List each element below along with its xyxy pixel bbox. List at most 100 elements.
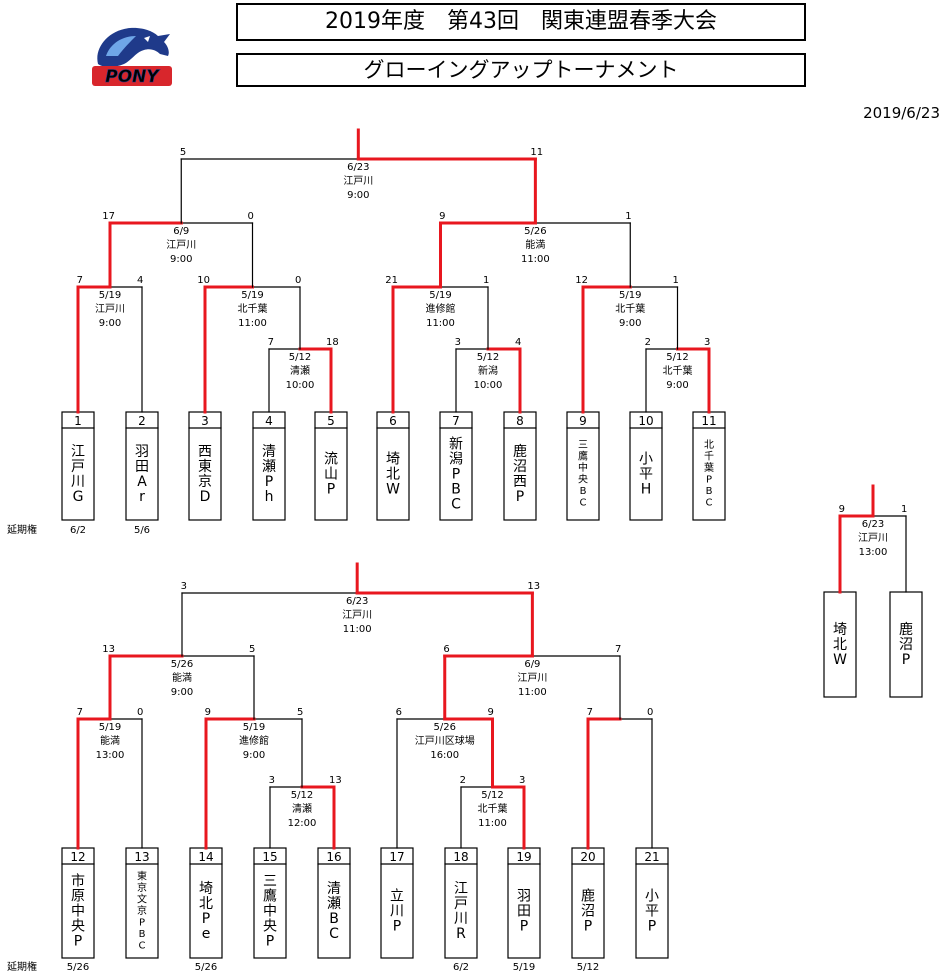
team-number: 5 <box>327 414 335 428</box>
team-box <box>125 847 159 959</box>
score-left: 7 <box>268 337 274 348</box>
match-venue: 新潟 <box>478 364 498 377</box>
team-box <box>314 411 348 521</box>
match-date: 5/19 <box>619 290 641 301</box>
match-time: 11:00 <box>478 818 507 829</box>
match-date: 5/12 <box>481 790 503 801</box>
match-date: 5/12 <box>666 352 688 363</box>
extension-date: 5/12 <box>577 962 599 973</box>
extension-label: 延期権 <box>7 960 37 973</box>
score-right: 0 <box>248 211 254 222</box>
match-date: 5/26 <box>171 659 193 670</box>
score-left: 2 <box>460 775 466 786</box>
match-venue: 江戸川 <box>517 672 547 684</box>
team-box <box>189 847 223 959</box>
score-right: 9 <box>488 707 494 718</box>
score-right: 7 <box>615 644 621 655</box>
match-venue: 江戸川 <box>342 609 372 621</box>
score-right: 13 <box>329 775 342 786</box>
match-time: 9:00 <box>619 318 641 329</box>
logo-text: PONY <box>105 67 160 87</box>
match-venue: 能満 <box>172 671 192 684</box>
score-right: 5 <box>249 644 255 655</box>
match-venue: 北千葉 <box>478 802 508 815</box>
match-time: 10:00 <box>474 380 503 391</box>
match-venue: 能満 <box>100 734 120 747</box>
match-date: 5/12 <box>291 790 313 801</box>
team-number: 21 <box>644 850 659 864</box>
match-venue: 清瀬 <box>290 364 310 377</box>
team-number: 17 <box>389 850 404 864</box>
extension-date: 5/26 <box>195 962 217 973</box>
score-right: 5 <box>297 707 303 718</box>
match-time: 9:00 <box>170 254 192 265</box>
extension-date: 6/2 <box>70 525 86 536</box>
score-left: 3 <box>269 775 275 786</box>
team-number: 7 <box>452 414 460 428</box>
match-venue: 能満 <box>525 238 545 251</box>
score-left: 9 <box>439 211 445 222</box>
score-left: 21 <box>385 275 398 286</box>
score-right: 1 <box>483 275 489 286</box>
match-venue: 北千葉 <box>238 302 268 315</box>
final-team-box <box>823 591 857 698</box>
team-number: 20 <box>580 850 595 864</box>
score-right: 0 <box>137 707 143 718</box>
match-date: 6/23 <box>862 519 884 530</box>
team-number: 18 <box>453 850 468 864</box>
match-venue: 進修館 <box>239 734 269 747</box>
score-right: 18 <box>326 337 339 348</box>
team-box <box>252 411 286 521</box>
match-date: 5/19 <box>429 290 451 301</box>
team-number: 4 <box>265 414 273 428</box>
score-right: 4 <box>137 275 143 286</box>
score-left: 3 <box>455 337 461 348</box>
team-box <box>188 411 222 521</box>
score-right: 0 <box>647 707 653 718</box>
team-number: 2 <box>138 414 146 428</box>
team-number: 11 <box>701 414 716 428</box>
match-time: 11:00 <box>426 318 455 329</box>
score-right: 1 <box>673 275 679 286</box>
team-number: 13 <box>134 850 149 864</box>
score-left: 6 <box>443 644 449 655</box>
match-date: 5/19 <box>241 290 263 301</box>
team-number: 15 <box>262 850 277 864</box>
team-number: 3 <box>201 414 209 428</box>
score-left: 7 <box>77 275 83 286</box>
match-time: 9:00 <box>99 318 121 329</box>
score-right: 1 <box>625 211 631 222</box>
team-number: 19 <box>516 850 531 864</box>
match-time: 9:00 <box>171 687 193 698</box>
match-date: 5/26 <box>524 226 546 237</box>
team-box <box>566 411 600 521</box>
match-time: 12:00 <box>288 818 317 829</box>
match-date: 5/19 <box>99 290 121 301</box>
match-date: 6/9 <box>524 659 540 670</box>
team-number: 8 <box>516 414 524 428</box>
tournament-subtitle: グローイングアップトーナメント <box>236 53 806 87</box>
score-right: 3 <box>519 775 525 786</box>
score-left: 5 <box>180 147 186 158</box>
match-venue: 江戸川区球場 <box>415 734 475 747</box>
document-date: 2019/6/23 <box>863 104 940 122</box>
score-left: 13 <box>102 644 115 655</box>
match-time: 9:00 <box>666 380 688 391</box>
match-venue: 江戸川 <box>166 239 196 251</box>
